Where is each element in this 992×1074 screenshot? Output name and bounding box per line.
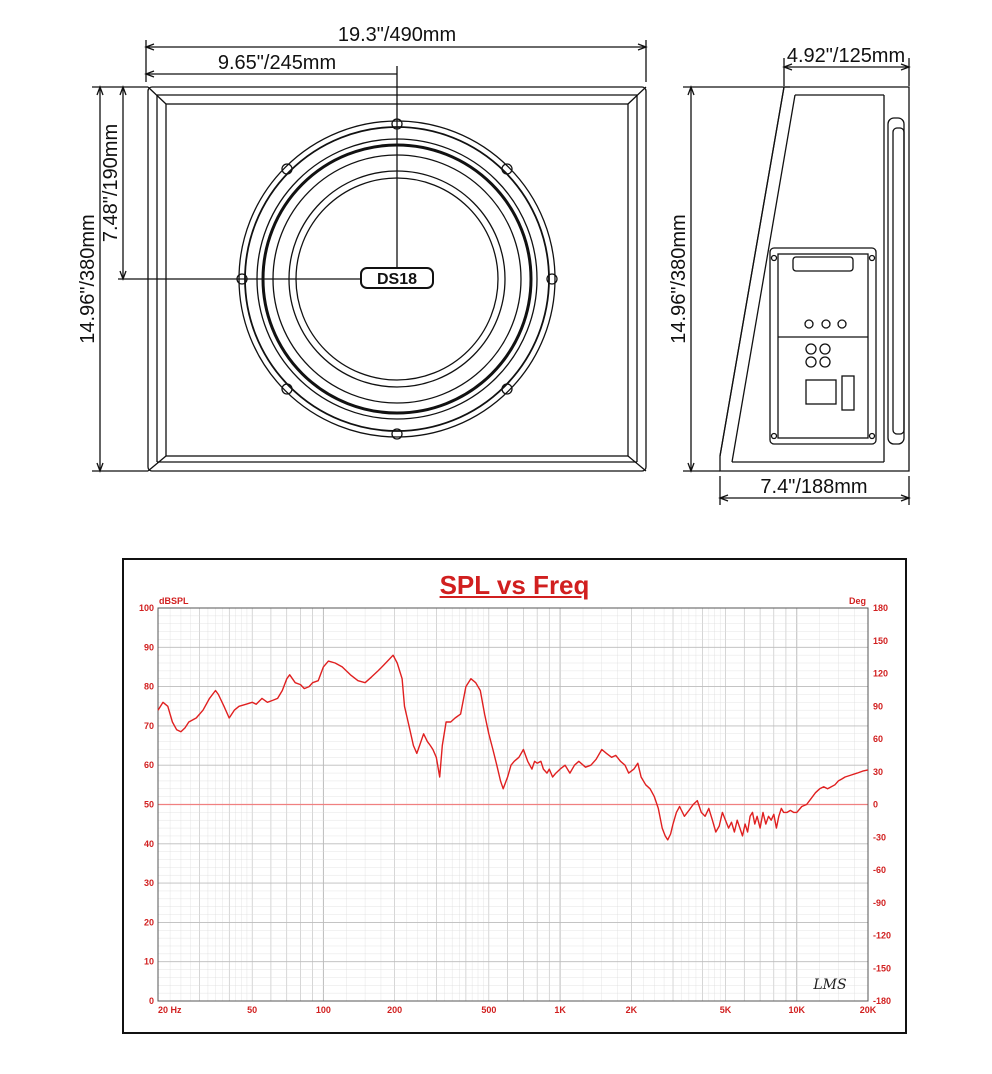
y2-axis-label: Deg <box>849 596 866 606</box>
y2-tick-label: 120 <box>873 669 888 679</box>
y2-tick-label: 0 <box>873 800 878 810</box>
x-tick-label: 20K <box>860 1005 877 1015</box>
dim-depth-bottom: 7.4"/188mm <box>760 476 867 498</box>
y-tick-label: 10 <box>144 957 154 967</box>
y-tick-label: 100 <box>139 603 154 613</box>
y2-tick-label: -30 <box>873 832 886 842</box>
y2-tick-label: -180 <box>873 996 891 1006</box>
y-axis-label: dBSPL <box>159 596 189 606</box>
y2-tick-label: 90 <box>873 701 883 711</box>
y-tick-label: 70 <box>144 721 154 731</box>
y2-tick-label: -90 <box>873 898 886 908</box>
x-tick-label: 500 <box>481 1005 496 1015</box>
x-tick-label: 5K <box>720 1005 732 1015</box>
x-tick-label: 20 Hz <box>158 1005 182 1015</box>
dim-height-half: 7.48"/190mm <box>100 124 122 242</box>
y2-tick-label: 180 <box>873 603 888 613</box>
spl-chart: 0 10 20 30 40 50 60 70 80 90 100 -180 -150 -120 -90 -60… <box>122 558 907 1034</box>
x-tick-label: 100 <box>316 1005 331 1015</box>
dim-width-half: 9.65"/245mm <box>218 52 336 74</box>
x-tick-label: 200 <box>387 1005 402 1015</box>
ds18-logo: DS18 <box>360 267 434 289</box>
spl-chart-plot: 0 10 20 30 40 50 60 70 80 90 100 -180 -150 -120 -90 -60… <box>139 596 891 1015</box>
x-tick-label: 50 <box>247 1005 257 1015</box>
spl-curve <box>157 654 869 841</box>
y-tick-label: 0 <box>149 996 154 1006</box>
y2-tick-label: 30 <box>873 767 883 777</box>
x-tick-label: 1K <box>554 1005 566 1015</box>
chart-title: SPL vs Freq <box>439 570 590 600</box>
y2-tick-label: 60 <box>873 734 883 744</box>
y-tick-label: 90 <box>144 642 154 652</box>
dim-height-total-front: 14.96"/380mm <box>77 214 99 343</box>
y-tick-label: 20 <box>144 917 154 927</box>
dim-height-total-side: 14.96"/380mm <box>668 214 690 343</box>
y-tick-label: 30 <box>144 878 154 888</box>
svg-text:DS18: DS18 <box>377 271 417 288</box>
x-tick-label: 2K <box>626 1005 638 1015</box>
y-tick-label: 80 <box>144 682 154 692</box>
lms-watermark: LMS <box>812 977 846 993</box>
y-tick-label: 50 <box>144 800 154 810</box>
dim-depth-top: 4.92"/125mm <box>787 45 905 67</box>
dimension-drawings: DS18 19.3"/490mm 9.65"/245mm 14.96"/380m… <box>77 24 911 505</box>
y-tick-label: 40 <box>144 839 154 849</box>
y2-tick-label: -150 <box>873 963 891 973</box>
dim-width-total: 19.3"/490mm <box>338 24 456 46</box>
plot-area-border <box>157 607 869 1002</box>
y2-tick-label: 150 <box>873 636 888 646</box>
y-tick-label: 60 <box>144 760 154 770</box>
y2-tick-label: -60 <box>873 865 886 875</box>
y2-tick-label: -120 <box>873 931 891 941</box>
x-tick-label: 10K <box>788 1005 805 1015</box>
